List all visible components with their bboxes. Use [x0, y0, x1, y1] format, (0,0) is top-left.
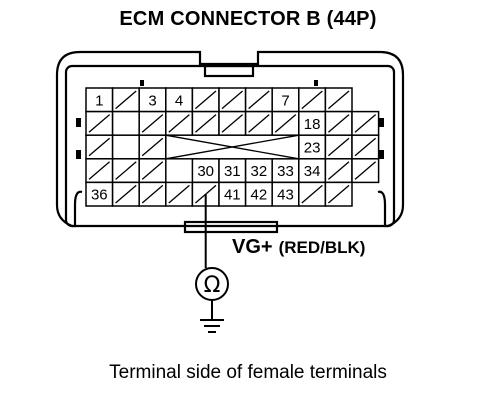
terminal-cell: [111, 110, 140, 136]
unused-terminal-mark: [88, 161, 111, 180]
unused-terminal-mark: [327, 137, 350, 157]
unused-terminal-mark: [168, 184, 190, 204]
terminal-number: 1: [95, 92, 103, 109]
ground-icon: [200, 319, 224, 333]
connector-housing: [55, 50, 405, 234]
unused-terminal-mark: [301, 90, 323, 110]
unused-terminal-mark: [327, 161, 350, 180]
unused-terminal-mark: [141, 137, 164, 157]
ohmmeter-symbol: Ω: [195, 267, 229, 301]
terminal-cell: [111, 134, 140, 160]
connector-latches: [76, 80, 384, 159]
unused-terminal-mark: [354, 137, 377, 157]
unused-terminal-mark: [88, 137, 111, 157]
unused-terminal-mark: [327, 114, 350, 133]
unused-terminal-mark: [115, 184, 137, 204]
probe-wire: [204, 194, 213, 320]
unused-terminal-mark: [115, 90, 137, 110]
probe-label: VG+ (RED/BLK): [232, 236, 365, 259]
unused-terminal-mark: [141, 184, 164, 204]
unused-terminal-mark: [327, 90, 350, 110]
diagram-caption: Terminal side of female terminals: [109, 362, 387, 383]
terminal-number: 34: [304, 163, 321, 180]
unused-terminal-mark: [194, 90, 217, 110]
ohm-icon: Ω: [204, 273, 221, 298]
unused-terminal-mark: [115, 161, 137, 180]
unused-terminal-mark: [327, 184, 350, 204]
unused-terminal-mark: [141, 161, 164, 180]
diagram-title: ECM CONNECTOR B (44P): [119, 8, 377, 30]
terminal-number: 41: [224, 187, 241, 204]
unused-terminal-mark: [354, 114, 377, 133]
terminal-number: 43: [277, 187, 294, 204]
unused-terminal-mark: [221, 90, 244, 110]
unused-terminal-mark: [141, 114, 164, 133]
unused-terminal-mark: [354, 161, 377, 180]
terminal-number: 23: [304, 140, 321, 157]
terminal-number: 30: [197, 163, 214, 180]
unused-block-cross: [165, 134, 299, 160]
terminal-number: 33: [277, 163, 294, 180]
terminal-number: 7: [281, 92, 289, 109]
unused-terminal-mark: [221, 114, 244, 133]
terminal-number: 31: [224, 163, 241, 180]
wire-color: (RED/BLK): [278, 238, 366, 257]
terminal-number: 32: [251, 163, 268, 180]
unused-terminal-mark: [301, 184, 323, 204]
terminal-number: 36: [91, 187, 108, 204]
unused-terminal-mark: [88, 114, 111, 133]
unused-terminal-mark: [248, 90, 270, 110]
terminal-number: 18: [304, 116, 321, 133]
unused-terminal-mark: [194, 114, 217, 133]
unused-terminal-mark: [248, 114, 270, 133]
signal-name: VG+: [232, 236, 273, 258]
terminal-number: 42: [251, 187, 268, 204]
terminal-number: 4: [175, 92, 183, 109]
unused-terminal-mark: [274, 114, 297, 133]
terminal-number: 3: [148, 92, 156, 109]
unused-terminal-mark: [168, 114, 190, 133]
